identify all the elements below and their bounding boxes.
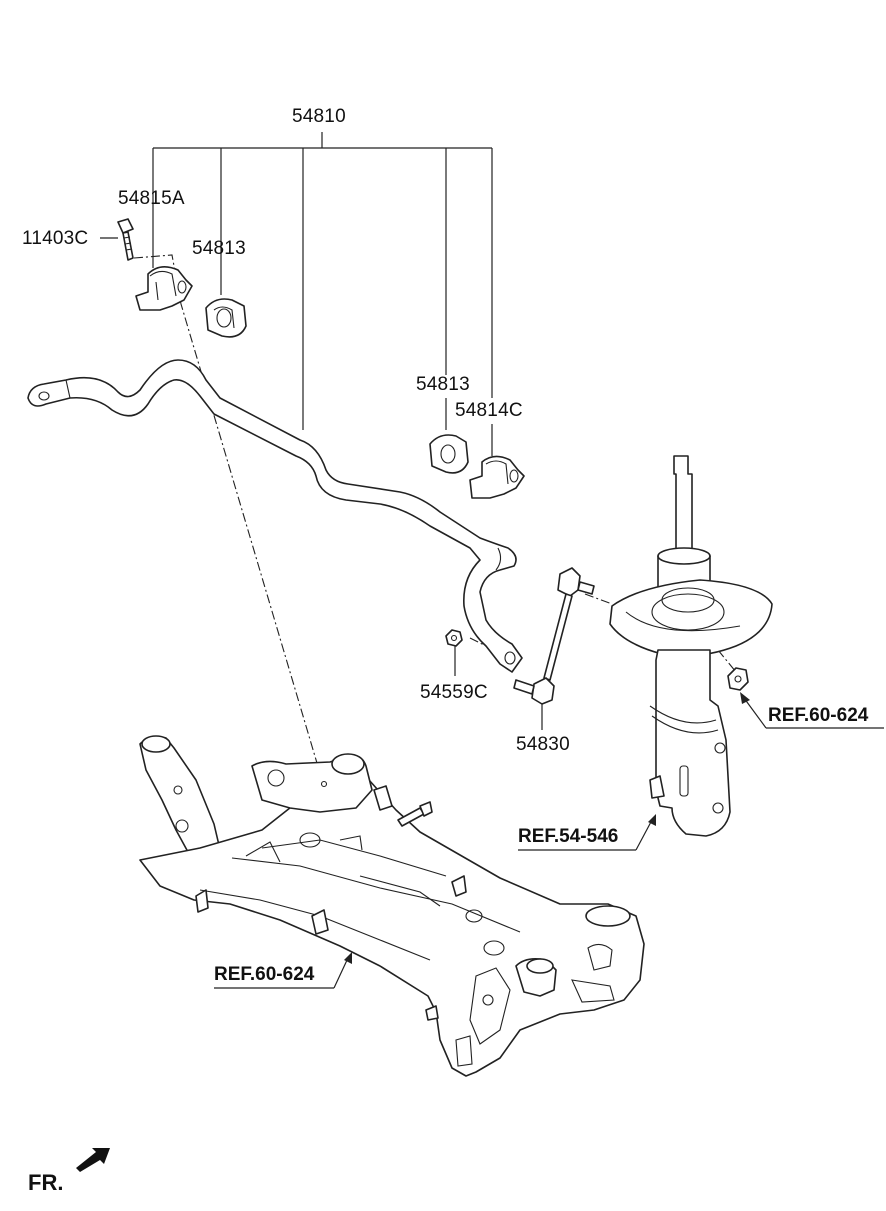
label-54813-lower: 54813 bbox=[416, 374, 470, 395]
ref-strut[interactable]: REF.54-546 bbox=[518, 826, 619, 847]
front-direction-arrow bbox=[76, 1148, 110, 1172]
label-54830: 54830 bbox=[516, 734, 570, 755]
bracket-54814c bbox=[469, 455, 525, 499]
label-54814c: 54814C bbox=[455, 400, 523, 421]
strut-assembly bbox=[609, 455, 773, 837]
bolt-11403c bbox=[117, 218, 134, 261]
label-54559c: 54559C bbox=[420, 682, 488, 703]
label-54813-upper: 54813 bbox=[192, 238, 246, 259]
label-54815a: 54815A bbox=[118, 188, 185, 209]
ref-knuckle[interactable]: REF.60-624 bbox=[768, 705, 869, 726]
subframe bbox=[139, 735, 645, 1077]
bracket-54815a bbox=[135, 266, 193, 311]
stabilizer-bar bbox=[27, 359, 523, 673]
link-54830 bbox=[513, 567, 595, 705]
bushing-54813-upper bbox=[205, 298, 247, 338]
strut-nut bbox=[727, 667, 749, 691]
assembly-leader-tree bbox=[100, 132, 543, 730]
bushing-54813-lower bbox=[429, 434, 469, 474]
ref-leaders bbox=[214, 692, 884, 989]
nut-54559c bbox=[445, 629, 463, 647]
label-54810: 54810 bbox=[292, 106, 346, 127]
label-11403c: 11403C bbox=[22, 228, 89, 249]
ref-subframe[interactable]: REF.60-624 bbox=[214, 964, 315, 985]
front-direction-label: FR. bbox=[28, 1170, 64, 1195]
